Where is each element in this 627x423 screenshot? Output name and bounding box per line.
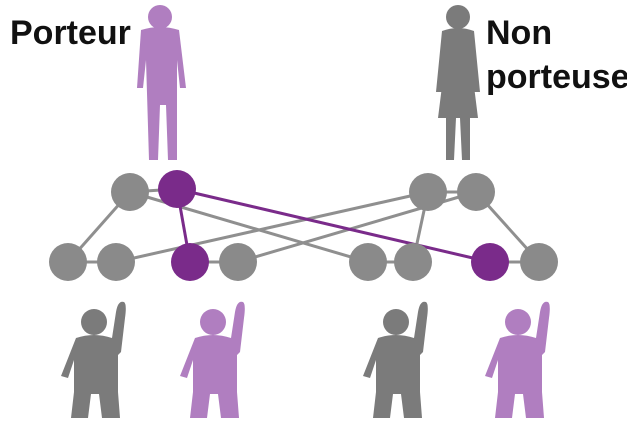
chromosome-node bbox=[409, 173, 447, 211]
chromosome-nodes bbox=[49, 170, 558, 281]
carrier-child-icon bbox=[180, 301, 245, 418]
noncarrier-label-line1: Non bbox=[486, 14, 552, 52]
noncarrier-child-icon bbox=[363, 301, 428, 418]
noncarrier-child-icon bbox=[61, 301, 126, 418]
chromosome-node bbox=[97, 243, 135, 281]
chromosome-node bbox=[349, 243, 387, 281]
carrier-label: Porteur bbox=[10, 14, 131, 52]
chromosome-node bbox=[111, 173, 149, 211]
children-row bbox=[61, 301, 550, 418]
chromosome-node bbox=[457, 173, 495, 211]
inheritance-link bbox=[115, 190, 429, 264]
carrier-child-icon bbox=[485, 301, 550, 418]
mother-icon bbox=[436, 5, 480, 160]
mutated-chromosome-node bbox=[171, 243, 209, 281]
mutated-inheritance-link bbox=[176, 187, 491, 264]
noncarrier-label-line2: porteuse bbox=[486, 58, 627, 96]
chromosome-node bbox=[49, 243, 87, 281]
mutated-chromosome-node bbox=[471, 243, 509, 281]
mutated-chromosome-node bbox=[158, 170, 196, 208]
father-icon bbox=[137, 5, 186, 160]
chromosome-node bbox=[219, 243, 257, 281]
chromosome-node bbox=[520, 243, 558, 281]
chromosome-node bbox=[394, 243, 432, 281]
